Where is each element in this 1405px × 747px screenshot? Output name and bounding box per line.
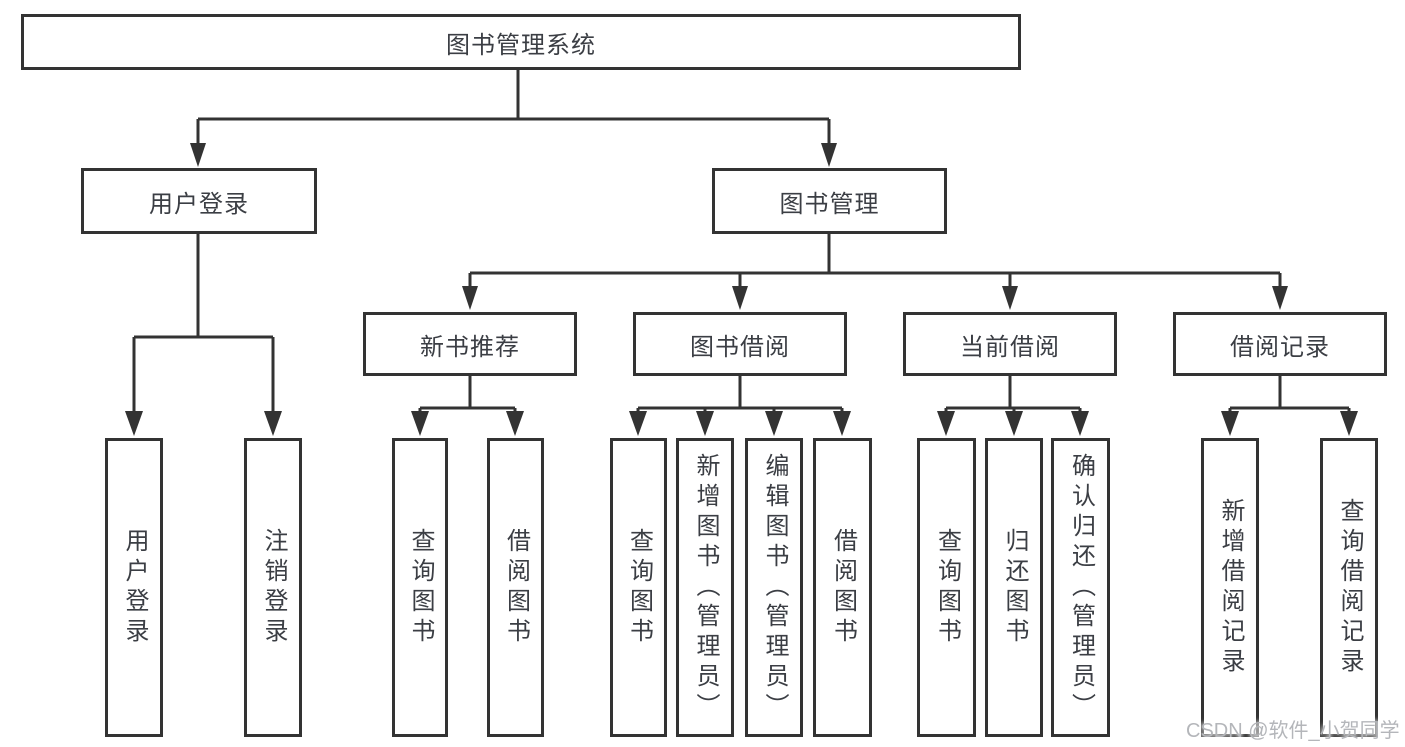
leaf-cb-return-books-label: 归还图书	[1001, 527, 1028, 648]
leaf-bb-query-books-label: 查询图书	[625, 527, 653, 648]
leaf-bb-borrow-books: 借阅图书	[813, 438, 872, 737]
node-book-borrow-label: 图书借阅	[690, 333, 790, 361]
leaf-bb-query-books: 查询图书	[610, 438, 667, 737]
node-borrow-records-label: 借阅记录	[1230, 333, 1330, 361]
arrowhead	[1002, 286, 1018, 310]
leaf-nbr-query-books: 查询图书	[392, 438, 448, 737]
node-root-label: 图书管理系统	[446, 31, 596, 59]
node-new-book-recommend-label: 新书推荐	[420, 333, 520, 361]
leaf-cb-confirm-return-admin-label: 确认归还（管理员）	[1067, 452, 1095, 723]
arrowhead	[1340, 411, 1358, 436]
arrowhead	[411, 411, 429, 436]
leaf-nbr-borrow-books: 借阅图书	[487, 438, 544, 737]
arrowhead	[1005, 411, 1023, 436]
arrowhead	[629, 411, 647, 436]
node-book-borrow: 图书借阅	[633, 312, 847, 376]
leaf-cb-return-books: 归还图书	[985, 438, 1043, 737]
node-user-login-label: 用户登录	[149, 190, 249, 218]
leaf-bb-borrow-books-label: 借阅图书	[829, 527, 857, 648]
arrowheads	[125, 143, 1358, 436]
leaf-br-add-record: 新增借阅记录	[1201, 438, 1259, 737]
arrowhead	[462, 286, 478, 310]
node-current-borrow-label: 当前借阅	[960, 333, 1060, 361]
node-book-management: 图书管理	[712, 168, 947, 234]
arrowhead	[821, 143, 837, 167]
arrowhead	[125, 411, 143, 436]
arrowhead	[833, 411, 851, 436]
arrowhead	[1071, 411, 1089, 436]
node-book-management-label: 图书管理	[779, 190, 880, 218]
node-new-book-recommend: 新书推荐	[363, 312, 577, 376]
leaf-logout: 注销登录	[244, 438, 302, 737]
leaf-br-query-record-label: 查询借阅记录	[1336, 497, 1363, 678]
leaf-bb-edit-books-admin: 编辑图书（管理员）	[745, 438, 803, 737]
node-root: 图书管理系统	[21, 14, 1021, 70]
arrowhead	[190, 143, 206, 167]
arrowhead	[732, 286, 748, 310]
leaf-nbr-query-books-label: 查询图书	[407, 527, 434, 648]
arrowhead	[506, 411, 524, 436]
node-current-borrow: 当前借阅	[903, 312, 1117, 376]
leaf-user-login-label: 用户登录	[121, 527, 148, 648]
leaf-bb-add-books-admin-label: 新增图书（管理员）	[692, 452, 719, 723]
leaf-user-login: 用户登录	[105, 438, 163, 737]
leaf-bb-add-books-admin: 新增图书（管理员）	[676, 438, 734, 737]
node-borrow-records: 借阅记录	[1173, 312, 1387, 376]
arrowhead	[1221, 411, 1239, 436]
leaf-cb-confirm-return-admin: 确认归还（管理员）	[1051, 438, 1110, 737]
leaf-bb-edit-books-admin-label: 编辑图书（管理员）	[761, 452, 788, 723]
leaf-logout-label: 注销登录	[260, 527, 287, 648]
arrowhead	[264, 411, 282, 436]
leaf-nbr-borrow-books-label: 借阅图书	[502, 527, 530, 648]
arrowhead	[1272, 286, 1288, 310]
leaf-br-add-record-label: 新增借阅记录	[1217, 497, 1244, 678]
csdn-watermark: CSDN @软件_小贺同学	[1186, 720, 1400, 742]
arrowhead	[937, 411, 955, 436]
node-user-login: 用户登录	[81, 168, 317, 234]
arrowhead	[765, 411, 783, 436]
leaf-cb-query-books: 查询图书	[917, 438, 976, 737]
leaf-br-query-record: 查询借阅记录	[1320, 438, 1378, 737]
arrowhead	[696, 411, 714, 436]
leaf-cb-query-books-label: 查询图书	[933, 527, 961, 648]
